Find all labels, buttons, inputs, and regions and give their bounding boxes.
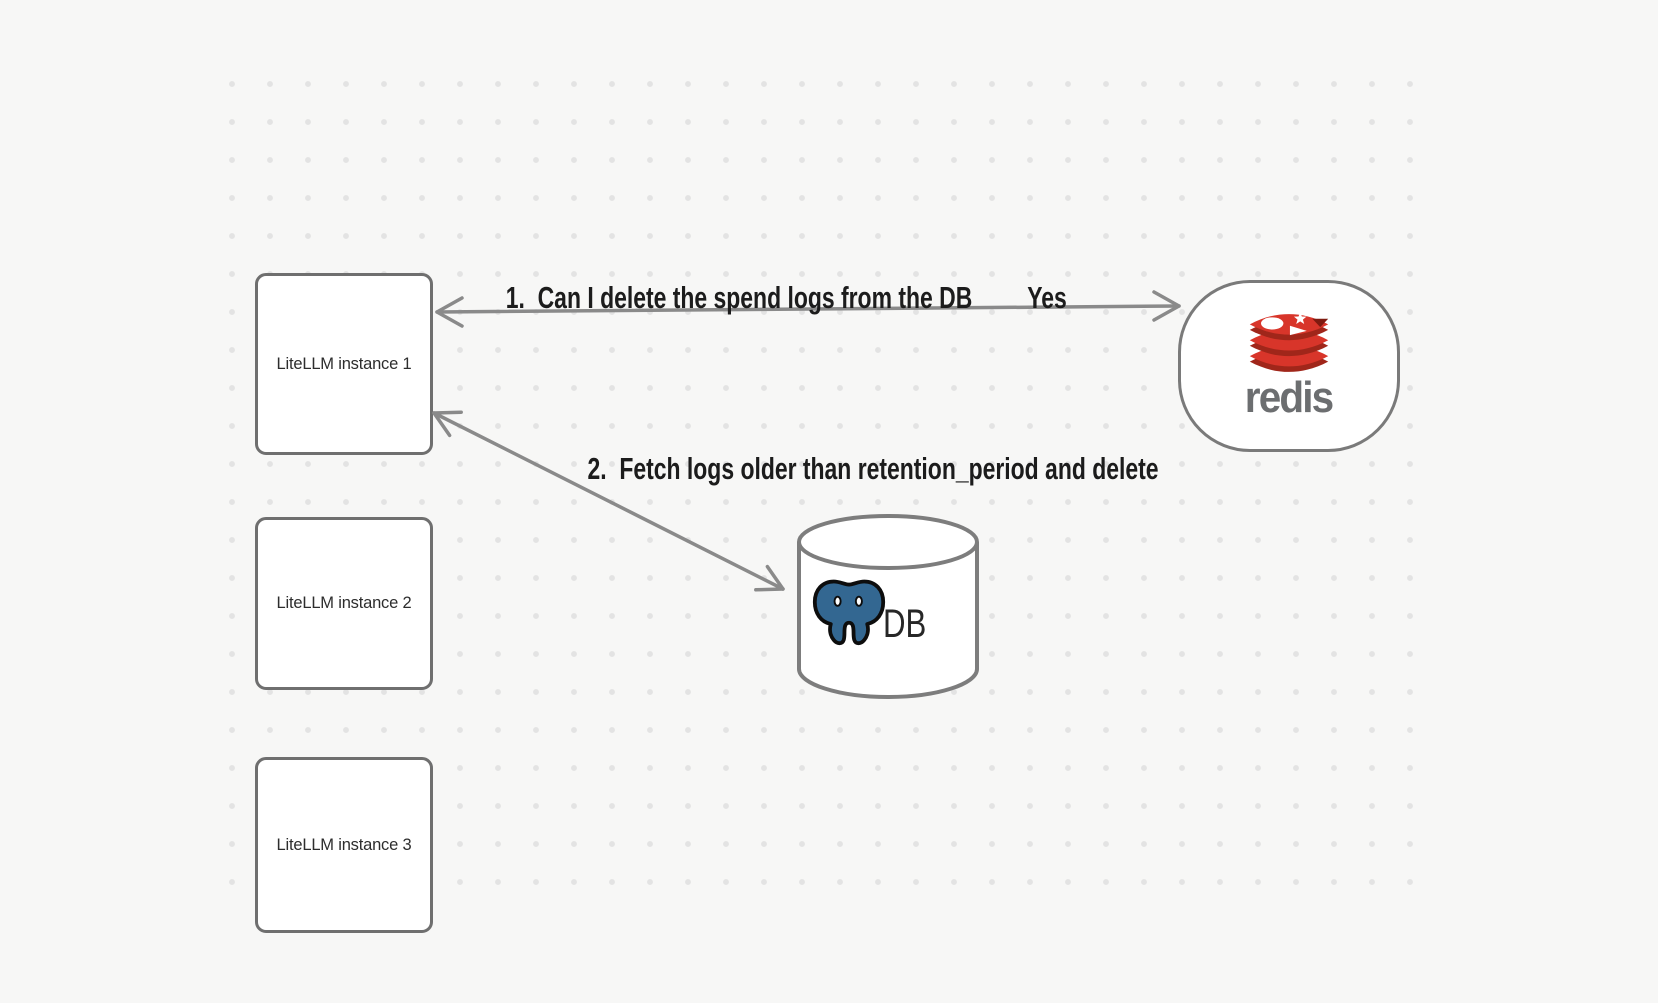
database-node[interactable]: DB — [795, 512, 981, 700]
edge-label-1: 1. Can I delete the spend logs from the … — [505, 280, 973, 315]
litellm-instance-1-node[interactable]: LiteLLM instance 1 — [255, 273, 433, 455]
database-label: DB — [883, 602, 927, 646]
database-cylinder-icon — [797, 514, 979, 700]
litellm-instance-3-node[interactable]: LiteLLM instance 3 — [255, 757, 433, 933]
redis-wordmark: redis — [1245, 373, 1334, 422]
edge-label-2: 2. Fetch logs older than retention_perio… — [587, 451, 1159, 486]
redis-logo-icon — [1249, 312, 1329, 372]
litellm-instance-2-label: LiteLLM instance 2 — [276, 594, 412, 612]
postgresql-elephant-icon — [812, 579, 886, 646]
redis-node[interactable]: redis — [1178, 280, 1400, 452]
litellm-instance-3-label: LiteLLM instance 3 — [276, 835, 412, 854]
litellm-instance-2-node[interactable]: LiteLLM instance 2 — [255, 517, 433, 690]
litellm-instance-1-label: LiteLLM instance 1 — [276, 354, 412, 373]
edge-label-1-response: Yes — [1027, 280, 1067, 315]
